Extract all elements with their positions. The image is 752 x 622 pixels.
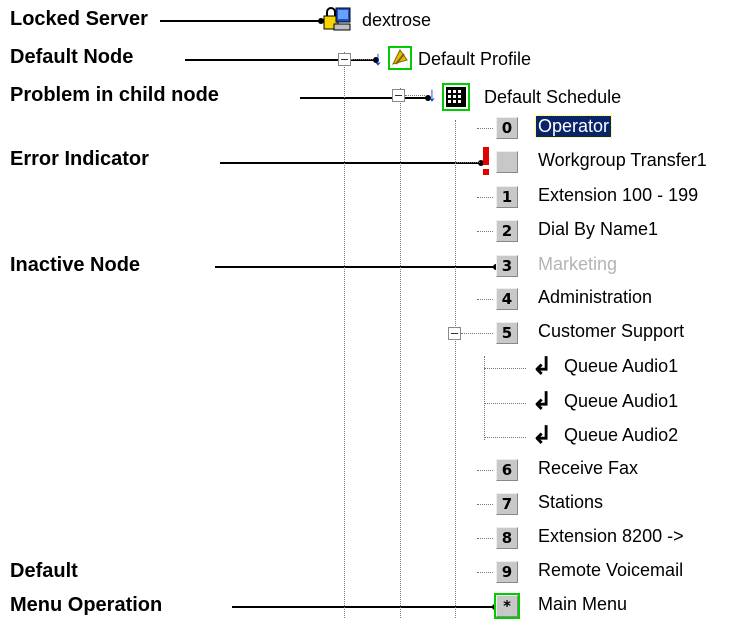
tree-branch-line bbox=[477, 197, 493, 198]
tree-branch-line bbox=[461, 333, 493, 334]
tree-guide-line bbox=[400, 88, 401, 618]
tree-branch-line bbox=[484, 403, 526, 404]
leader-dot bbox=[373, 57, 379, 63]
error-indicator-icon bbox=[483, 147, 489, 175]
tree-branch-line bbox=[477, 538, 493, 539]
leader-line-default-node bbox=[185, 59, 377, 61]
tree-branch-line bbox=[405, 95, 427, 96]
tree-branch-line bbox=[455, 162, 480, 163]
menu-key-badge: 4 bbox=[496, 288, 518, 310]
collapse-toggle-icon[interactable] bbox=[392, 89, 405, 102]
tree-branch-line bbox=[477, 299, 493, 300]
leader-line-problem-child bbox=[300, 97, 428, 99]
queue-item[interactable]: Queue Audio1 bbox=[564, 391, 679, 411]
tree-branch-line bbox=[477, 231, 493, 232]
queue-arrow-icon: ↲ bbox=[532, 388, 553, 415]
default-arrow-icon: ↓ bbox=[427, 84, 437, 106]
tree-branch-line bbox=[351, 59, 373, 60]
leader-dot bbox=[492, 604, 498, 610]
queue-item[interactable]: Queue Audio1 bbox=[564, 356, 679, 376]
menu-key-badge: 1 bbox=[496, 186, 518, 208]
locked-server-icon bbox=[323, 7, 351, 31]
menu-item-workgroup-transfer[interactable]: Workgroup Transfer1 bbox=[538, 150, 707, 170]
profile-name[interactable]: Default Profile bbox=[418, 49, 532, 69]
annotation-menu-operation: Menu Operation bbox=[10, 594, 163, 616]
schedule-name[interactable]: Default Schedule bbox=[484, 87, 622, 107]
tree-branch-line bbox=[484, 437, 526, 438]
leader-line-inactive-node bbox=[215, 266, 497, 268]
annotation-error-indicator: Error Indicator bbox=[10, 148, 149, 170]
menu-key-badge: 3 bbox=[496, 255, 518, 277]
menu-key-badge: 5 bbox=[496, 322, 518, 344]
menu-item-operator[interactable]: Operator bbox=[534, 115, 613, 138]
menu-item-extension-100[interactable]: Extension 100 - 199 bbox=[538, 185, 699, 205]
collapse-toggle-icon[interactable] bbox=[338, 53, 351, 66]
annotation-problem-child: Problem in child node bbox=[10, 84, 219, 106]
menu-item-administration[interactable]: Administration bbox=[538, 287, 653, 307]
leader-line-error-indicator bbox=[220, 162, 482, 164]
menu-key-badge: 2 bbox=[496, 220, 518, 242]
tree-branch-line bbox=[484, 368, 526, 369]
menu-item-extension-8200[interactable]: Extension 8200 -> bbox=[538, 526, 684, 546]
server-name[interactable]: dextrose bbox=[362, 10, 432, 30]
annotation-inactive-node: Inactive Node bbox=[10, 254, 141, 276]
schedule-icon bbox=[442, 83, 470, 111]
menu-item-remote-voicemail[interactable]: Remote Voicemail bbox=[538, 560, 684, 580]
menu-item-receive-fax[interactable]: Receive Fax bbox=[538, 458, 639, 478]
profile-icon bbox=[388, 46, 412, 70]
tree-branch-line bbox=[477, 470, 493, 471]
leader-dot bbox=[318, 18, 324, 24]
annotation-locked-server: Locked Server bbox=[10, 8, 148, 30]
tree-guide-line bbox=[484, 356, 485, 440]
menu-key-badge: 0 bbox=[496, 117, 518, 139]
menu-key-badge: 9 bbox=[496, 561, 518, 583]
tree-branch-line bbox=[477, 504, 493, 505]
leader-dot bbox=[478, 160, 484, 166]
annotation-default-node: Default Node bbox=[10, 46, 134, 68]
default-arrow-icon: ↓ bbox=[373, 48, 383, 70]
menu-key-badge: * bbox=[494, 593, 520, 619]
leader-dot bbox=[425, 95, 431, 101]
tree-guide-line bbox=[344, 52, 345, 618]
menu-item-dial-by-name[interactable]: Dial By Name1 bbox=[538, 219, 659, 239]
queue-arrow-icon: ↲ bbox=[532, 353, 553, 380]
leader-line-locked-server bbox=[160, 20, 322, 22]
menu-key-badge bbox=[496, 151, 518, 173]
menu-key-badge: 8 bbox=[496, 527, 518, 549]
menu-item-main-menu[interactable]: Main Menu bbox=[538, 594, 628, 614]
leader-line-menu-operation bbox=[232, 606, 496, 608]
menu-item-customer-support[interactable]: Customer Support bbox=[538, 321, 685, 341]
menu-key-badge: 7 bbox=[496, 493, 518, 515]
menu-key-badge: 6 bbox=[496, 459, 518, 481]
menu-item-marketing[interactable]: Marketing bbox=[538, 254, 618, 274]
annotation-default: Default bbox=[10, 560, 78, 582]
collapse-toggle-icon[interactable] bbox=[448, 327, 461, 340]
tree-branch-line bbox=[477, 572, 493, 573]
tree-guide-line bbox=[455, 120, 456, 618]
tree-branch-line bbox=[477, 128, 493, 129]
queue-item[interactable]: Queue Audio2 bbox=[564, 425, 679, 445]
queue-arrow-icon: ↲ bbox=[532, 422, 553, 449]
menu-item-stations[interactable]: Stations bbox=[538, 492, 604, 512]
